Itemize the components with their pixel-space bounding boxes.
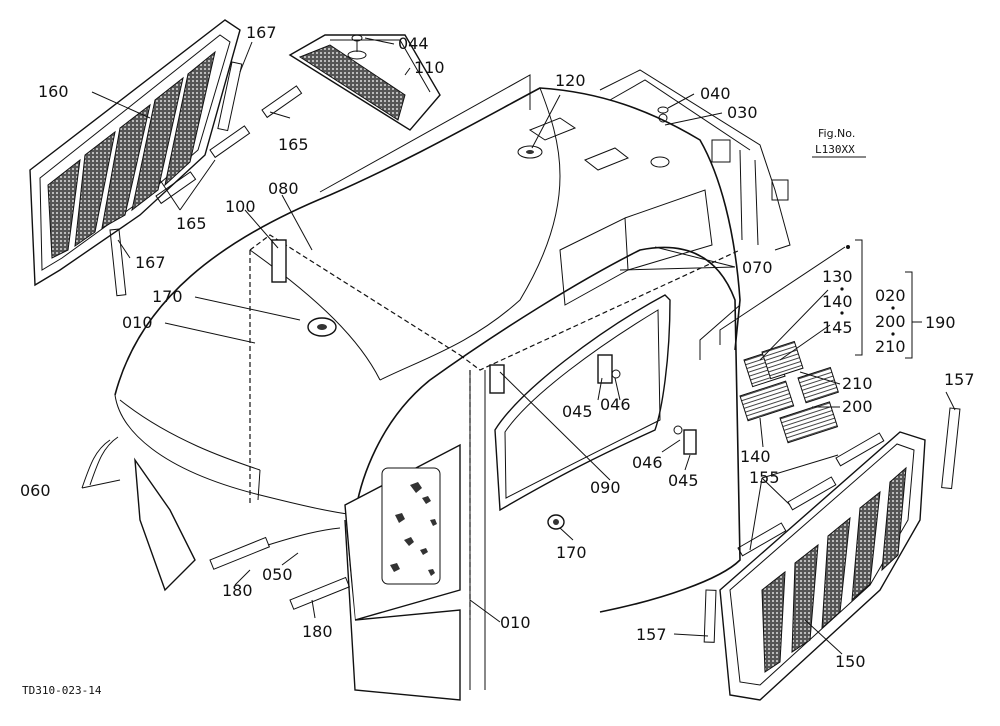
part-label-210-group: 210 [875,337,906,356]
part-label-050: 050 [262,565,293,584]
part-label-190: 190 [925,313,956,332]
front-grille-left [29,19,241,287]
part-label-010-left: 010 [122,313,153,332]
part-label-046-right: 046 [632,453,663,472]
part-label-044: 044 [398,34,429,53]
fig-no-value: L130XX [815,143,855,156]
seal-strips-right [703,407,961,643]
part-label-210: 210 [842,374,873,393]
part-label-157-right: 157 [944,370,975,389]
rear-grille-right [719,431,926,701]
part-label-120: 120 [555,71,586,90]
part-label-100: 100 [225,197,256,216]
part-label-130: 130 [822,267,853,286]
part-label-155: 155 [749,468,780,487]
part-label-145: 145 [822,318,853,337]
part-label-070: 070 [742,258,773,277]
part-label-046-mid: 046 [600,395,631,414]
part-label-165-lower: 165 [176,214,207,233]
door-gasket-marks [381,467,441,585]
part-label-167-top: 167 [246,23,277,42]
part-label-110: 110 [414,58,445,77]
part-label-170-left: 170 [152,287,183,306]
part-label-200-group: 200 [875,312,906,331]
part-label-170-lower: 170 [556,543,587,562]
part-label-180-left: 180 [222,581,253,600]
part-label-150: 150 [835,652,866,671]
part-label-040: 040 [700,84,731,103]
part-label-020: 020 [875,286,906,305]
decal-set [739,340,840,444]
part-label-180-lower: 180 [302,622,333,641]
part-label-157-lower: 157 [636,625,667,644]
part-label-030: 030 [727,103,758,122]
seal-strips-upper-left [109,61,303,297]
part-label-165-right: 165 [278,135,309,154]
part-label-090: 090 [590,478,621,497]
group-bracket [840,239,922,359]
bonnet-body [81,87,741,701]
top-vent-cover [288,34,441,131]
leader-lines [81,37,956,655]
rear-frame [599,69,791,251]
part-label-140-lower: 140 [740,447,771,466]
part-label-045-right: 045 [668,471,699,490]
part-label-200: 200 [842,397,873,416]
part-label-140-top: 140 [822,292,853,311]
part-label-010-lower: 010 [500,613,531,632]
part-label-060: 060 [20,481,51,500]
part-label-160: 160 [38,82,69,101]
fig-no-label: Fig.No. [818,127,855,140]
part-label-080: 080 [268,179,299,198]
part-label-167-lower: 167 [135,253,166,272]
part-label-045-mid: 045 [562,402,593,421]
drawing-code: TD310-023-14 [22,684,102,697]
